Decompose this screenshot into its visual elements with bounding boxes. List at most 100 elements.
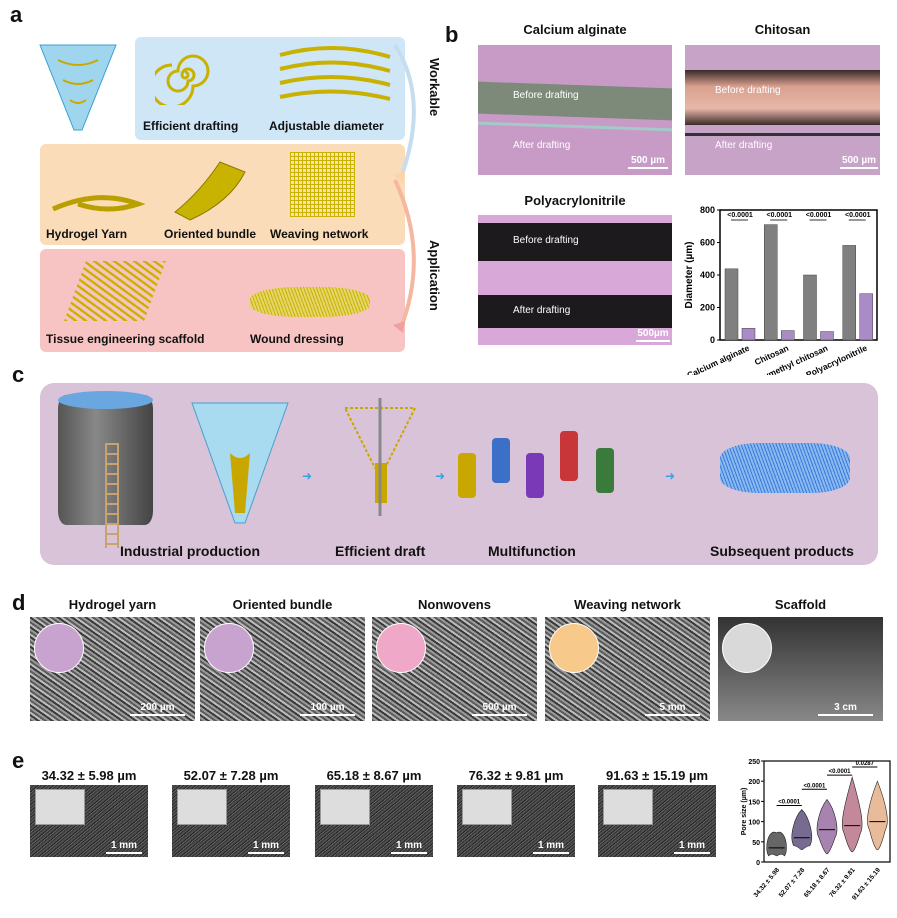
application-box-2: Tissue engineering scaffold Wound dressi… (40, 249, 405, 352)
inset-illustration (722, 623, 772, 673)
scale-bar: 1 mm (248, 840, 284, 854)
pore-size-title: 34.32 ± 5.98 µm (41, 768, 137, 783)
histogram-inset (462, 789, 512, 825)
scale-bar: 3 cm (818, 702, 873, 716)
micrograph-chitosan: Before drafting After drafting 500 µm (685, 45, 880, 175)
y-tick-label: 200 (748, 779, 760, 786)
yarn-blue (492, 438, 510, 483)
violin (842, 776, 863, 853)
yarn-red (560, 431, 578, 481)
violin (867, 780, 888, 851)
sem-image: 1 mm (315, 785, 433, 857)
y-tick-label: 0 (756, 860, 760, 867)
scaffold-illustration (64, 261, 166, 321)
workable-box: Efficient drafting Adjustable diameter (135, 37, 405, 140)
p-value-label: <0.0001 (778, 799, 801, 805)
p-value-label: <0.0001 (767, 212, 793, 219)
sem-image: 100 µm (200, 617, 365, 721)
process-arrows (393, 43, 416, 333)
application-box-1: Hydrogel Yarn Oriented bundle Weaving ne… (40, 144, 405, 245)
inset-illustration (376, 623, 426, 673)
weaving-network-illustration (290, 152, 355, 217)
y-tick-label: 200 (700, 303, 715, 313)
after-label: After drafting (513, 140, 571, 151)
pore-size-title: 76.32 ± 9.81 µm (468, 768, 564, 783)
histogram-inset (603, 789, 653, 825)
after-label: After drafting (715, 140, 773, 151)
pore-size-title: 65.18 ± 8.67 µm (326, 768, 422, 783)
scale-bar: 200 µm (130, 702, 185, 716)
y-axis-label: Pore size (µm) (741, 788, 748, 836)
sem-title: Oriented bundle (232, 597, 333, 612)
sem-image: 1 mm (172, 785, 290, 857)
caption-oriented-bundle: Oriented bundle (164, 227, 257, 241)
subsequent-product-illustration (720, 443, 850, 493)
bar (842, 245, 856, 341)
sem-image: 500 µm (372, 617, 537, 721)
bar (741, 328, 756, 341)
violin (791, 809, 812, 851)
caption-scaffold: Tissue engineering scaffold (46, 332, 205, 346)
bar (820, 331, 834, 341)
bar (803, 274, 817, 341)
label-industrial-production: Industrial production (120, 543, 260, 559)
before-label: Before drafting (715, 85, 781, 96)
spiral-illustration (155, 54, 210, 105)
scale-bar: 1 mm (391, 840, 427, 854)
scale-bar: 1 mm (106, 840, 142, 854)
sem-image: 3 cm (718, 617, 883, 721)
tornado-illustration (191, 402, 289, 524)
violin (766, 831, 787, 857)
ladder-illustration (105, 443, 119, 548)
panel-label-a: a (10, 2, 23, 27)
micrograph-calcium-alginate: Before drafting After drafting 500 µm (478, 45, 672, 175)
before-label: Before drafting (513, 235, 579, 246)
histogram-inset (35, 789, 85, 825)
sem-image: 200 µm (30, 617, 195, 721)
sem-image: 1 mm (457, 785, 575, 857)
p-value-label: <0.0001 (803, 783, 826, 789)
p-value-label: <0.0001 (727, 212, 753, 219)
y-axis-label: Diameter (µm) (684, 242, 695, 309)
histogram-inset (320, 789, 370, 825)
arrow-icon: ➜ (435, 469, 446, 483)
micrograph-title: Calcium alginate (523, 22, 627, 37)
y-tick-label: 800 (700, 205, 715, 215)
caption-weaving-network: Weaving network (270, 227, 369, 241)
p-value-label: <0.0001 (806, 212, 832, 219)
label-subsequent-products: Subsequent products (710, 543, 854, 559)
yarn-purple (526, 453, 544, 498)
label-efficient-draft: Efficient draft (335, 543, 426, 559)
y-tick-label: 100 (748, 820, 760, 827)
wound-dressing-illustration (250, 287, 370, 317)
after-label: After drafting (513, 305, 571, 316)
production-panel: Industrial production Efficient draft Mu… (40, 383, 878, 565)
sem-title: Scaffold (774, 597, 827, 612)
panel-label-e: e (12, 748, 25, 773)
sem-image: 1 mm (598, 785, 716, 857)
bar (859, 293, 873, 341)
caption-efficient-drafting: Efficient drafting (143, 119, 239, 133)
panel-label-c: c (12, 362, 25, 387)
y-tick-label: 50 (752, 840, 760, 847)
inset-illustration (34, 623, 84, 673)
scale-bar: 500 µm (472, 702, 527, 716)
inset-illustration (204, 623, 254, 673)
scale-bar: 500 µm (628, 155, 668, 169)
scale-bar: 5 mm (645, 702, 700, 716)
micrograph-title: Polyacrylonitrile (524, 193, 626, 208)
pore-size-title: 91.63 ± 15.19 µm (605, 768, 709, 783)
panel-label-d: d (12, 590, 26, 615)
scale-bar: 500µm (636, 328, 670, 342)
y-tick-label: 150 (748, 799, 760, 806)
caption-wound-dressing: Wound dressing (250, 332, 344, 346)
scale-bar: 1 mm (533, 840, 569, 854)
y-tick-label: 0 (710, 335, 715, 345)
tank-water-illustration (58, 391, 153, 409)
sem-image: 5 mm (545, 617, 710, 721)
draft-spindle-illustration (343, 398, 417, 516)
sem-image: 1 mm (30, 785, 148, 857)
violin (816, 798, 838, 855)
scale-bar: 100 µm (300, 702, 355, 716)
